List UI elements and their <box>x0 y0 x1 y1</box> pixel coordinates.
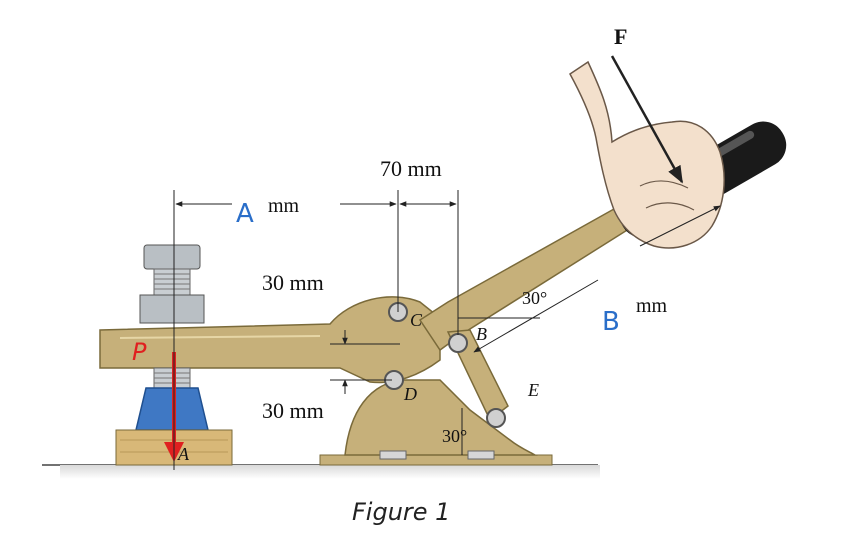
base-bracket <box>319 379 553 466</box>
label-angle-upper: 30° <box>522 288 547 308</box>
figure-caption: Figure 1 <box>352 498 450 526</box>
screw-assembly <box>115 244 233 466</box>
label-pin-C: C <box>410 310 423 330</box>
label-dim-30-bottom: 30 mm <box>262 398 324 423</box>
label-angle-lower: 30° <box>442 426 467 446</box>
pin-E <box>486 408 506 428</box>
label-pin-A: A <box>177 444 190 464</box>
label-pin-B: B <box>476 324 487 344</box>
label-F: F <box>614 24 627 49</box>
force-F-arrow <box>610 55 684 184</box>
pins <box>384 302 506 428</box>
label-dim-A: A <box>236 199 254 229</box>
label-dim-A-unit: mm <box>268 195 300 217</box>
label-dim-B-unit: mm <box>636 295 668 317</box>
dimension-lines <box>173 190 721 470</box>
pin-B <box>448 333 468 353</box>
hand-icon <box>569 60 725 249</box>
label-pin-E: E <box>527 380 539 400</box>
ground <box>42 464 600 479</box>
link-BE <box>446 329 509 422</box>
label-pin-D: D <box>403 384 417 404</box>
label-dim-B: B <box>602 307 620 337</box>
label-P: P <box>132 338 147 366</box>
clamp-arm <box>99 296 441 384</box>
label-dim-70: 70 mm <box>380 156 442 181</box>
label-dim-30-top: 30 mm <box>262 270 324 295</box>
